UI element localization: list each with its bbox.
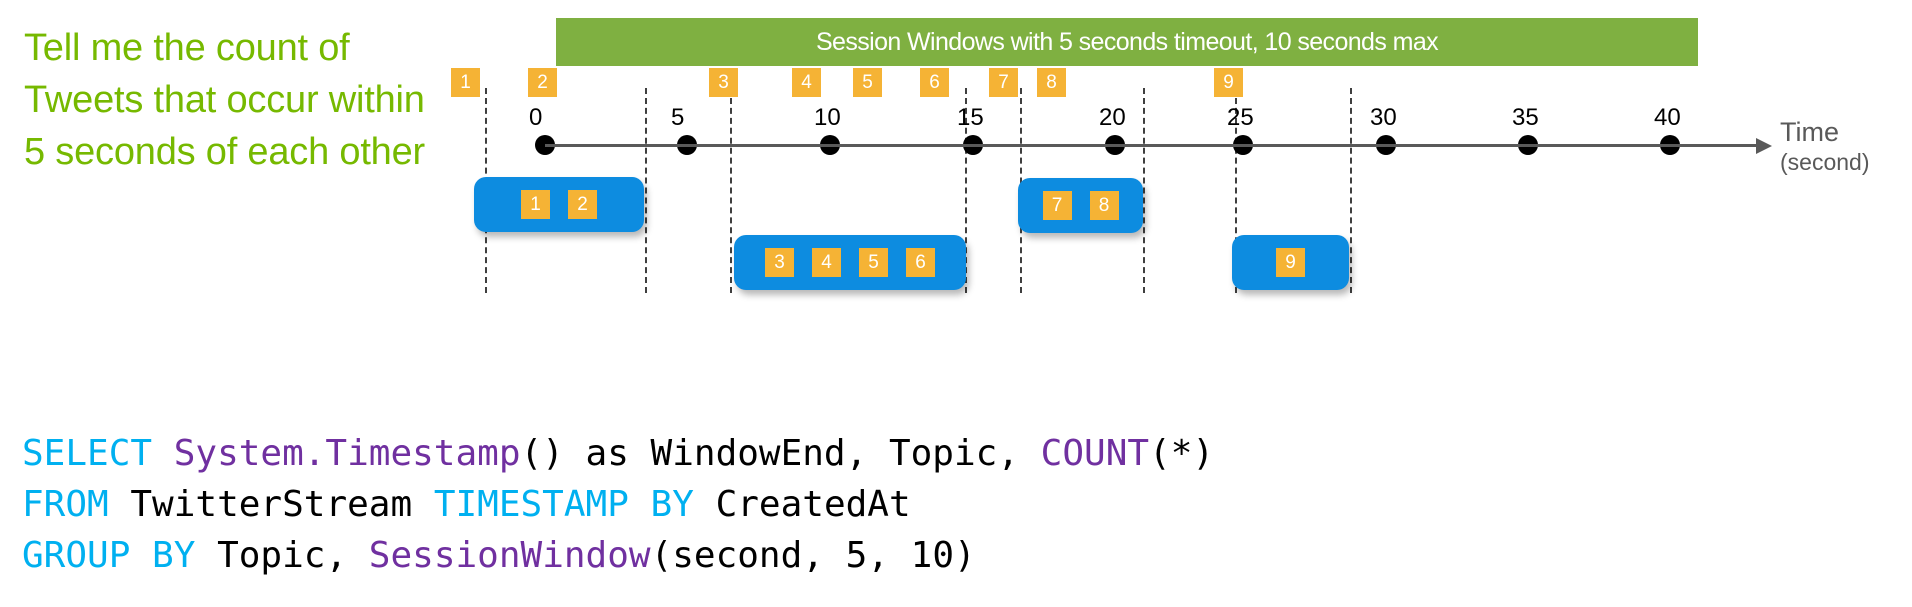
session-window-diagram: Session Windows with 5 seconds timeout, … (451, 18, 1870, 293)
boundary-line (730, 88, 732, 293)
window-event-marker: 5 (859, 248, 888, 277)
sql-token: () as WindowEnd, Topic, (520, 433, 1041, 474)
axis-tick-label: 15 (957, 104, 984, 131)
sql-token: TIMESTAMP BY (433, 484, 716, 525)
event-marker: 9 (1214, 68, 1243, 97)
event-marker: 7 (989, 68, 1018, 97)
window-event-marker: 6 (906, 248, 935, 277)
window-4: 9 (1232, 235, 1349, 290)
session-banner-label: Session Windows with 5 seconds timeout, … (815, 28, 1439, 56)
sql-token: SELECT (22, 433, 174, 474)
event-marker: 4 (792, 68, 821, 97)
axis-arrow-icon (1756, 138, 1772, 154)
session-banner: Session Windows with 5 seconds timeout, … (556, 18, 1698, 66)
sql-line: FROM TwitterStream TIMESTAMP BY CreatedA… (22, 479, 1214, 530)
window-event-marker: 9 (1276, 248, 1305, 277)
window-event-marker: 4 (812, 248, 841, 277)
axis-tick-label: 30 (1370, 104, 1397, 131)
boundary-line (1143, 88, 1145, 293)
event-marker: 5 (853, 68, 882, 97)
boundary-line (645, 88, 647, 293)
event-marker: 8 (1037, 68, 1066, 97)
axis-title-main: Time (1780, 117, 1839, 147)
sql-query: SELECT System.Timestamp() as WindowEnd, … (22, 428, 1214, 581)
sql-token: COUNT (1040, 433, 1150, 474)
sql-token: (second, 5, 10) (650, 535, 976, 576)
boundary-line (1235, 88, 1237, 293)
prompt-text: Tell me the count of Tweets that occur w… (24, 27, 426, 174)
sql-token: System.Timestamp (173, 433, 521, 474)
axis-tick-label: 5 (671, 104, 685, 131)
sql-token: TwitterStream (130, 484, 434, 525)
window-event-marker: 1 (521, 190, 550, 219)
event-marker: 3 (709, 68, 738, 97)
axis-title: Time (second) (1780, 117, 1870, 175)
sql-token: SessionWindow (368, 535, 651, 576)
window-event-marker: 8 (1089, 191, 1119, 220)
window-event-marker: 2 (568, 190, 597, 219)
window-event-marker: 3 (765, 248, 794, 277)
axis-tick-label: 40 (1654, 104, 1681, 131)
event-marker: 1 (451, 68, 480, 97)
axis-tick-label: 10 (814, 104, 841, 131)
sql-token: GROUP BY (22, 535, 218, 576)
axis-tick-label: 0 (529, 104, 543, 131)
sql-line: GROUP BY Topic, SessionWindow(second, 5,… (22, 530, 1214, 581)
sql-token: (*) (1149, 433, 1215, 474)
boundary-line (1350, 88, 1352, 293)
axis-tick-label: 25 (1227, 104, 1254, 131)
axis-tick-label: 35 (1512, 104, 1539, 131)
event-marker: 2 (528, 68, 557, 97)
axis-tick-label: 20 (1099, 104, 1126, 131)
sql-line: SELECT System.Timestamp() as WindowEnd, … (22, 428, 1214, 479)
sql-token: Topic, (217, 535, 369, 576)
window-event-marker: 7 (1042, 191, 1072, 220)
boundary-line (965, 88, 967, 293)
event-marker: 6 (920, 68, 949, 97)
sql-token: CreatedAt (715, 484, 911, 525)
timeline-axis (545, 144, 1760, 147)
axis-title-unit: (second) (1780, 148, 1870, 175)
sql-token: FROM (22, 484, 131, 525)
